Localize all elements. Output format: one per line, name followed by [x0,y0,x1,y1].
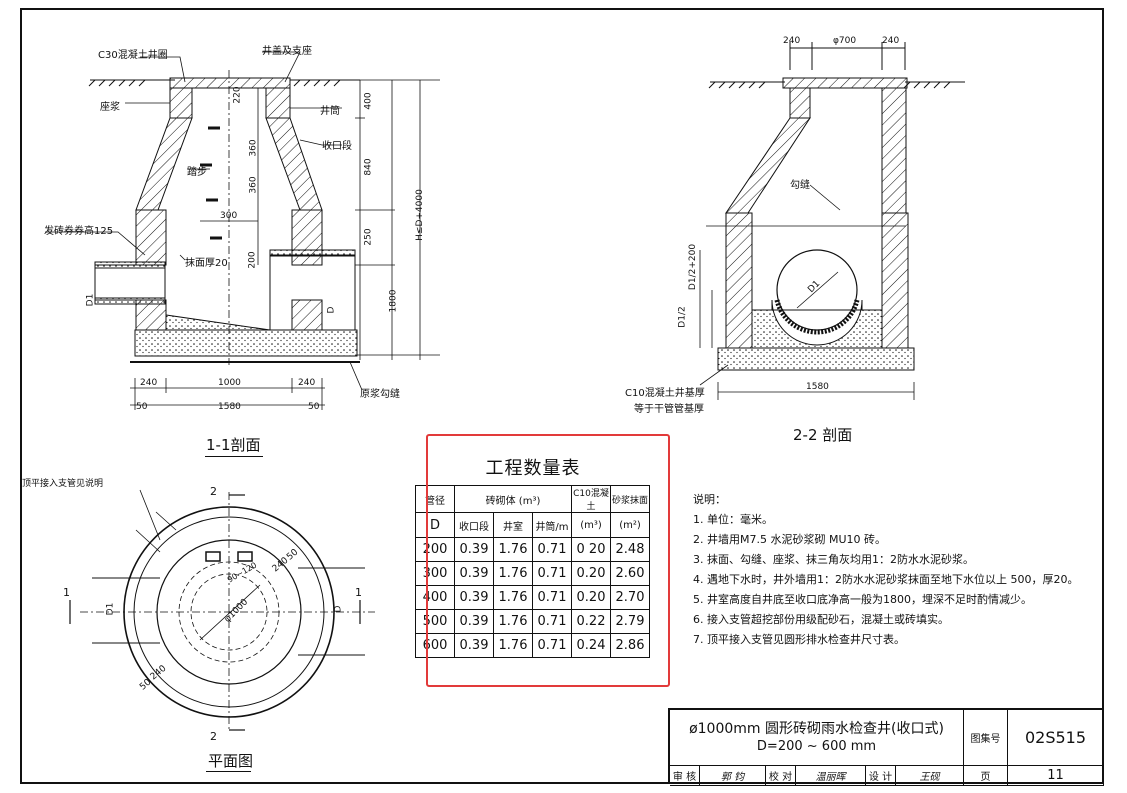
atlas-number: 02S515 [1008,710,1104,766]
note-item: 6. 接入支管超挖部份用级配砂石，混凝土或砖填实。 [693,613,949,626]
header-diameter-d: D [415,512,455,538]
label-base-note-2: 等于干管管基厚 [634,404,704,415]
note-item: 3. 抹面、勾缝、座浆、抹三角灰均用1：2防水水泥砂浆。 [693,553,974,566]
design-label: 设 计 [866,766,896,786]
label-d1-plan: D1 [105,602,116,616]
section-1-1-title: 1-1剖面 [206,436,261,454]
table-cell: 0.39 [454,585,494,610]
table-cell: 0.39 [454,561,494,586]
dim-240-top-b: 240 [882,36,900,46]
title-underline [205,456,263,457]
table-cell: 2.60 [610,561,650,586]
title-block: ø1000mm 圆形砖砌雨水检查井(收口式) D=200 ~ 600 mm 图集… [668,708,1104,786]
quantity-table: 管径 砖砌体 (m³) C10混凝土 砂浆抹面 D 收口段 井室 井筒/m (m… [415,485,650,658]
dim-300: 300 [220,211,238,221]
table-cell: 1.76 [493,585,533,610]
atlas-label: 图集号 [964,710,1008,766]
dim-50-b: 50 [308,402,320,412]
label-arch: 发砖券券高125 [44,226,114,237]
check-signature: 温丽晖 [796,766,866,786]
mark-2-bottom: 2 [210,730,217,743]
dim-1580-s2: 1580 [806,382,829,392]
dim-700-top: φ700 [833,36,857,46]
plan-title-underline [206,771,251,772]
table-cell: 0.20 [571,561,611,586]
label-c30-ring: C30混凝土井圈 [98,50,168,61]
title-block-main: ø1000mm 圆形砖砌雨水检查井(收口式) D=200 ~ 600 mm [670,710,964,766]
page-label: 页 [964,766,1008,786]
dim-1580-s1: 1580 [218,402,241,412]
table-cell: 200 [415,537,455,562]
note-item: 1. 单位：毫米。 [693,513,773,526]
table-cell: 0.71 [532,633,572,658]
table-cell: 0.71 [532,609,572,634]
review-label: 审 核 [670,766,700,786]
header-concrete: C10混凝土 [571,485,611,513]
notes: 说明： 1. 单位：毫米。 2. 井墙用M7.5 水泥砂浆砌 MU10 砖。 3… [693,490,1078,650]
label-base-mortar: 座浆 [100,102,120,113]
dim-240-b: 240 [298,378,316,388]
quantity-table-title: 工程数量表 [485,458,581,479]
sheet-border [20,8,1104,784]
dim-240-a: 240 [140,378,158,388]
design-signature: 王砚 [896,766,964,786]
mark-1-left: 1 [63,586,70,599]
plan-title: 平面图 [208,752,254,770]
label-plaster: 抹面厚20 [185,258,228,269]
label-pointing: 勾缝 [790,180,810,191]
note-item: 7. 顶平接入支管见圆形排水检查井尺寸表。 [693,633,905,646]
label-reducer: 收口段 [322,141,352,152]
label-base-note-1: C10混凝土井基厚 [625,388,705,399]
label-cover: 井盖及支座 [262,46,312,57]
header-concrete-unit: (m³) [571,512,611,538]
table-cell: 0.39 [454,633,494,658]
table-cell: 0.71 [532,585,572,610]
drawing-title: ø1000mm 圆形砖砌雨水检查井(收口式) [689,720,944,737]
table-cell: 1.76 [493,633,533,658]
page-number: 11 [1008,766,1104,786]
label-d-plan: D [333,605,344,613]
dim-50-a: 50 [136,402,148,412]
note-item: 4. 遇地下水时，井外墙用1：2防水水泥砂浆抹面至地下水位以上 500，厚20。 [693,573,1079,586]
note-item: 5. 井室高度自井底至收口底净高一般为1800，埋深不足时酌情减少。 [693,593,1032,606]
section-2-2-title: 2-2 剖面 [793,426,853,444]
label-shaft: 井筒 [320,106,340,117]
review-signature: 郭 钧 [700,766,766,786]
table-cell: 2.86 [610,633,650,658]
dim-1000: 1000 [218,378,241,388]
mark-1-right: 1 [355,586,362,599]
header-masonry: 砖砌体 (m³) [454,485,572,513]
table-cell: 1.76 [493,561,533,586]
highlight-box [426,434,670,687]
drawing-subtitle: D=200 ~ 600 mm [756,738,877,754]
table-cell: 1.76 [493,537,533,562]
notes-heading: 说明： [693,493,726,506]
header-mortar-unit: (m²) [610,512,650,538]
label-plan-note: 顶平接入支管见说明 [22,479,104,489]
dim-240-top-a: 240 [783,36,801,46]
mark-2-top: 2 [210,485,217,498]
table-cell: 0 20 [571,537,611,562]
label-steps: 踏步 [187,167,207,178]
note-item: 2. 井墙用M7.5 水泥砂浆砌 MU10 砖。 [693,533,887,546]
label-mortar-bed: 原浆勾缝 [360,389,400,400]
table-cell: 400 [415,585,455,610]
table-cell: 500 [415,609,455,634]
check-label: 校 对 [766,766,796,786]
table-cell: 600 [415,633,455,658]
table-cell: 0.22 [571,609,611,634]
header-mortar: 砂浆抹面 [610,485,650,513]
